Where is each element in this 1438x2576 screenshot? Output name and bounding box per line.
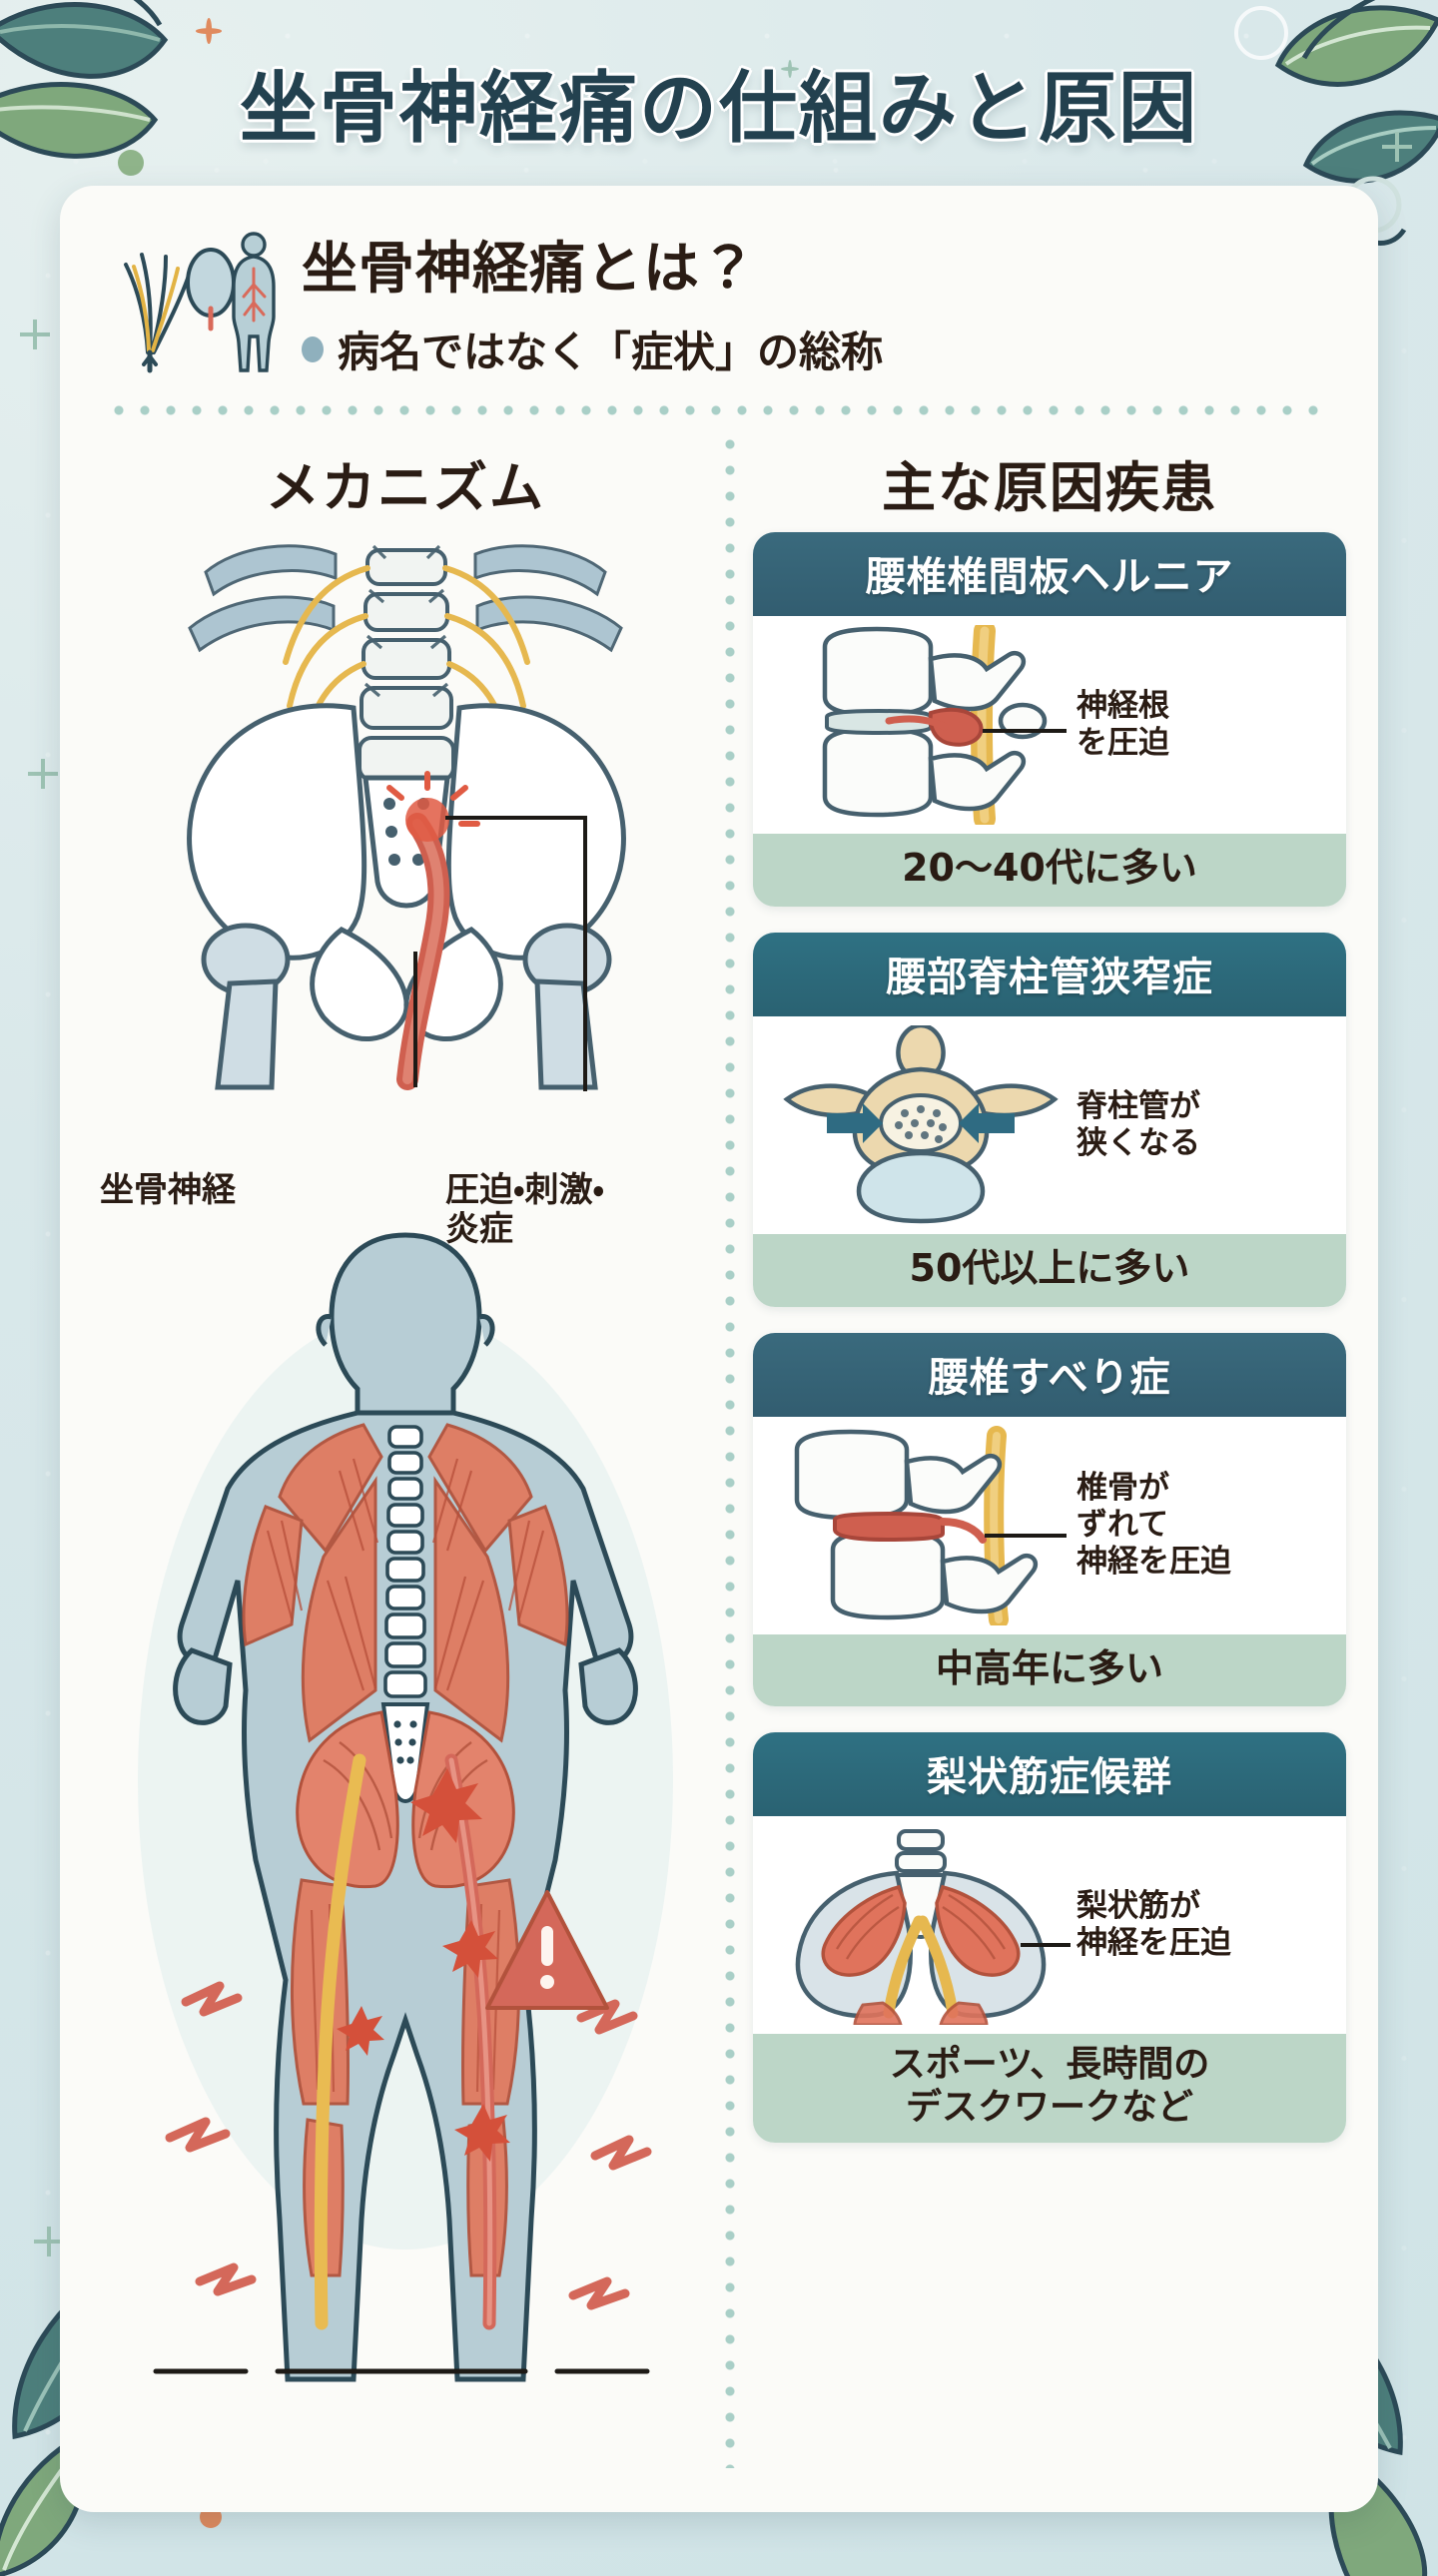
plus-icon-2 <box>28 759 58 789</box>
disease-card-note: 椎骨が ずれて 神経を圧迫 <box>1077 1469 1231 1581</box>
intro-heading: 坐骨神経痛とは？ <box>302 237 757 302</box>
disease-card-herniated-disc[interactable]: 腰椎椎間板ヘルニア <box>753 532 1346 907</box>
sparkle-icon-1 <box>196 18 222 44</box>
disease-card-list: 腰椎椎間板ヘルニア <box>747 532 1352 2144</box>
disease-card-title: 梨状筋症候群 <box>753 1732 1346 1817</box>
page-title: 坐骨神経痛の仕組みと原因 <box>239 64 1198 154</box>
piriformis-syndrome-icon <box>795 1829 1071 2026</box>
disease-card-body: 梨状筋が 神経を圧迫 <box>753 1816 1346 2035</box>
dot-decoration-1 <box>118 150 144 176</box>
disease-card-title: 腰椎すべり症 <box>753 1332 1346 1417</box>
main-content-card: 坐骨神経痛とは？ 病名ではなく「症状」の総称 メカニズム <box>60 186 1378 2512</box>
intro-section: 坐骨神経痛とは？ 病名ではなく「症状」の総称 <box>60 186 1378 389</box>
disease-card-piriformis-syndrome[interactable]: 梨状筋症候群 <box>753 1732 1346 2144</box>
nerve-body-icon <box>124 232 276 373</box>
disease-card-body: 脊柱管が 狭くなる <box>753 1015 1346 1234</box>
disease-card-spinal-stenosis[interactable]: 腰部脊柱管狭窄症 <box>753 932 1346 1307</box>
disease-card-note: 脊柱管が 狭くなる <box>1077 1087 1200 1161</box>
slipped-disc-marker <box>833 1511 945 1542</box>
horizontal-dotted-divider <box>106 405 1332 415</box>
intro-bullet-row: 病名ではなく「症状」の総称 <box>302 319 1338 379</box>
bullet-dot-icon <box>302 335 324 362</box>
label-sciatic-nerve: 坐骨神経 <box>100 1170 236 1210</box>
warning-triangle-icon <box>485 1890 609 2010</box>
vertical-dotted-divider <box>725 431 735 2468</box>
causes-column: 主な原因疾患 腰椎椎間板ヘルニア <box>725 415 1352 2482</box>
mechanism-heading: メカニズム <box>266 456 545 519</box>
compression-flash-icon <box>386 771 480 842</box>
label-compression: 圧迫・刺激・ 炎症 <box>445 1170 605 1250</box>
pain-burst-icons <box>337 1768 510 2162</box>
disease-card-age: スポーツ、長時間の デスクワークなど <box>753 2034 1346 2144</box>
disease-card-note: 梨状筋が 神経を圧迫 <box>1077 1888 1231 1962</box>
disease-card-age: 中高年に多い <box>753 1633 1346 1707</box>
mechanism-illustration: 坐骨神経 圧迫・刺激・ 炎症 <box>86 532 725 2459</box>
intro-bullet-text: 病名ではなく「症状」の総称 <box>338 327 884 376</box>
causes-heading: 主な原因疾患 <box>882 456 1217 519</box>
disease-card-title: 腰部脊柱管狭窄症 <box>753 932 1346 1016</box>
herniation-bulge <box>928 707 984 747</box>
narrowing-arrow-icons <box>827 1102 1015 1143</box>
disease-card-note: 神経根 を圧迫 <box>1077 687 1169 761</box>
columns-container: メカニズム <box>60 415 1378 2482</box>
human-back-body-diagram <box>138 1232 673 2382</box>
nerve-left-normal <box>314 1753 366 2330</box>
pain-zigzag-icons <box>165 1981 652 2310</box>
disease-card-age: 20〜40代に多い <box>753 834 1346 907</box>
disease-card-age: 50代以上に多い <box>753 1233 1346 1307</box>
spondylolisthesis-icon <box>794 1425 1067 1625</box>
mechanism-column: メカニズム <box>86 415 725 2482</box>
intro-text-block: 坐骨神経痛とは？ 病名ではなく「症状」の総称 <box>302 220 1338 379</box>
pelvis-sciatic-nerve-diagram <box>187 544 626 1091</box>
disease-card-body: 椎骨が ずれて 神経を圧迫 <box>753 1416 1346 1634</box>
ring-decoration <box>1234 6 1288 60</box>
disease-card-spondylolisthesis[interactable]: 腰椎すべり症 <box>753 1332 1346 1707</box>
spinal-stenosis-icon <box>783 1024 1059 1224</box>
disease-card-title: 腰椎椎間板ヘルニア <box>753 532 1346 616</box>
herniated-disc-icon <box>822 625 1067 825</box>
disease-card-body: 神経根 を圧迫 <box>753 616 1346 834</box>
page-title-container: 坐骨神経痛の仕組みと原因 <box>0 46 1438 158</box>
plus-icon-1 <box>20 320 50 349</box>
cauda-equina-dots <box>895 1104 947 1143</box>
